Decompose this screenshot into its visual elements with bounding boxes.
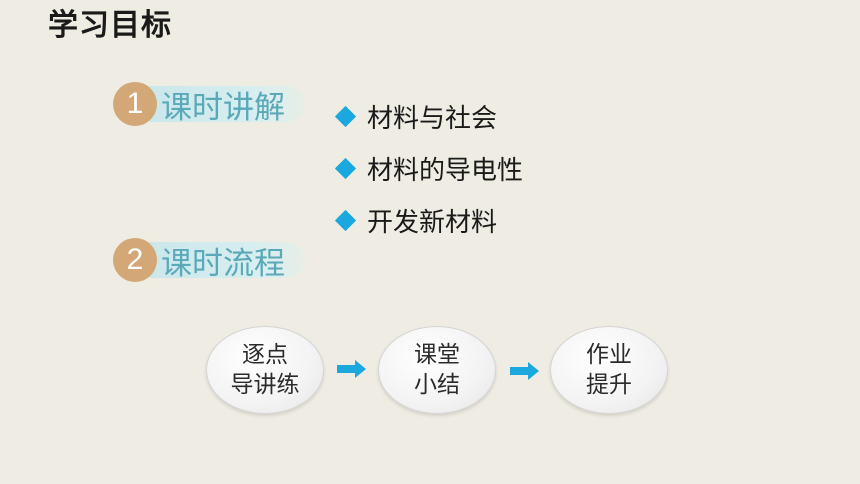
flow-step-line: 逐点 <box>242 342 288 368</box>
section-pill-background <box>133 242 305 278</box>
section-pill-background <box>133 86 305 122</box>
flow-step-summary: 课堂 小结 <box>378 326 496 414</box>
arrow-right-icon <box>510 362 539 380</box>
list-item: 材料与社会 <box>334 90 523 142</box>
flow-step-line: 作业 <box>586 342 632 368</box>
list-item: 材料的导电性 <box>334 142 523 194</box>
flow-step-homework: 作业 提升 <box>550 326 668 414</box>
flow-step-line: 课堂 <box>414 342 460 368</box>
flow-step-line: 小结 <box>414 372 460 398</box>
section-label: 课时讲解 <box>161 89 285 126</box>
section-label: 课时流程 <box>161 245 285 282</box>
page-title: 学习目标 <box>48 8 172 43</box>
bullet-text: 材料与社会 <box>367 103 498 134</box>
list-item: 开发新材料 <box>334 194 523 246</box>
bullet-text: 开发新材料 <box>367 207 498 238</box>
flow-step-guided-practice: 逐点 导讲练 <box>206 326 324 414</box>
flow-step-line: 导讲练 <box>230 372 300 398</box>
diamond-bullet-icon <box>334 209 357 231</box>
diamond-bullet-icon <box>334 105 357 127</box>
arrow-right-icon <box>337 360 366 378</box>
section-number-badge: 1 <box>113 82 157 126</box>
process-flow: 逐点 导讲练 课堂 小结 作业 提升 <box>206 324 676 414</box>
diamond-bullet-icon <box>334 157 357 179</box>
section-number-badge: 2 <box>113 238 157 282</box>
bullet-text: 材料的导电性 <box>367 155 524 186</box>
bullet-list: 材料与社会 材料的导电性 开发新材料 <box>334 90 523 246</box>
flow-step-line: 提升 <box>586 372 632 398</box>
